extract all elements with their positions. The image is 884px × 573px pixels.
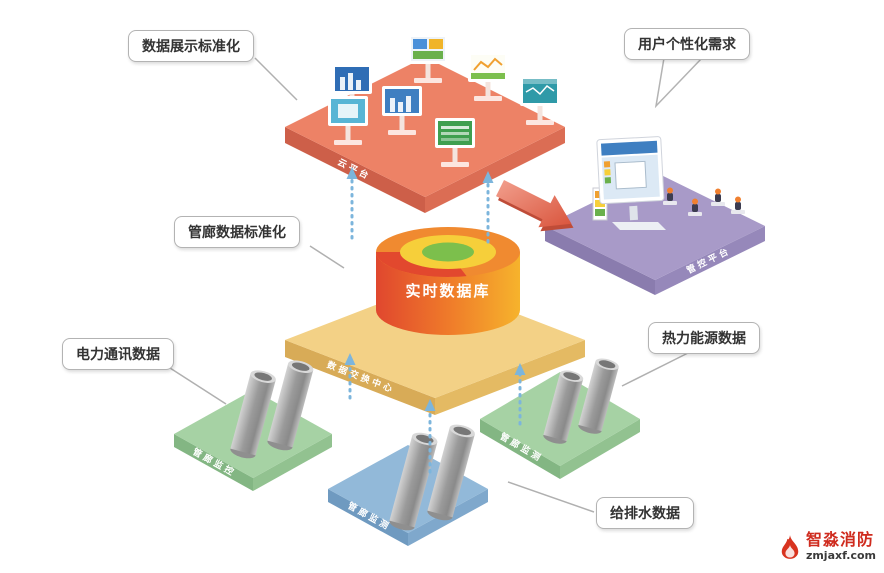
callout-pipeline-data-standardization: 管廊数据标准化 [174, 216, 300, 248]
connector-line [309, 245, 345, 269]
water-platform-left-face [328, 489, 408, 546]
flow-arrow-head [514, 363, 526, 375]
logo-text: 智淼消防 zmjaxf.com [805, 530, 876, 563]
operator-figure [688, 198, 702, 216]
monitor-base [612, 222, 666, 230]
brand-site: zmjaxf.com [805, 549, 876, 562]
connector-line [169, 367, 227, 405]
pipe [427, 424, 475, 521]
cloud-platform-left-face [285, 127, 425, 213]
connector-tail [654, 57, 704, 109]
flow-arrow-head [424, 399, 436, 411]
exchange-platform-left-face [285, 340, 435, 415]
flow-arrow-head [482, 171, 494, 183]
power-platform-left-face [174, 434, 253, 491]
realtime-database: 实时数据库 [376, 227, 520, 335]
connector-line [254, 57, 298, 101]
dashboard-screens [328, 34, 560, 167]
screen-bar-chart [332, 64, 372, 113]
pipe [543, 370, 584, 444]
callout-data-display-standardization: 数据展示标准化 [128, 30, 254, 62]
screen-wave-chart [520, 76, 560, 125]
database-label: 实时数据库 [405, 282, 490, 300]
screen-green-dashboard [435, 118, 475, 167]
screen-bar-chart-2 [382, 86, 422, 135]
brand-logo: 智淼消防 zmjaxf.com [779, 531, 876, 562]
flow-arrow-head [344, 353, 356, 365]
flow-arrow-head [346, 167, 358, 179]
operator-figure [731, 196, 745, 214]
power-platform-right-face [253, 434, 332, 491]
cloud-platform-right-face [425, 127, 565, 213]
screen-line-chart [468, 52, 508, 101]
callout-water-drainage-data: 给排水数据 [596, 497, 694, 529]
database-center [422, 242, 474, 262]
operator-figures [663, 187, 745, 216]
cloud-to-control-arrow [496, 180, 574, 232]
cloud-platform: 云平台 [285, 34, 565, 213]
control-platform: 管控平台 [545, 136, 765, 295]
water-platform: 管廊监测 [328, 424, 488, 546]
control-monitor [596, 136, 665, 221]
pipe [230, 370, 276, 459]
callout-power-comm-data: 电力通讯数据 [62, 338, 174, 370]
flame-icon [781, 534, 799, 559]
callout-user-personalized-needs: 用户个性化需求 [624, 28, 750, 60]
power-comm-platform: 管廊监控 [174, 360, 332, 491]
pipe [267, 360, 314, 451]
brand-name: 智淼消防 [805, 530, 874, 549]
screen-dashboard [408, 34, 448, 83]
exchange-platform-right-face [435, 340, 585, 415]
callout-connectors [169, 57, 704, 513]
control-platform-left-face [545, 226, 655, 295]
control-platform-right-face [655, 226, 765, 295]
operator-figure [711, 188, 725, 206]
screen-teal [328, 96, 368, 145]
operator-figure [663, 187, 677, 205]
pipe [578, 358, 619, 434]
thermal-platform-left-face [480, 419, 560, 479]
pipe [389, 432, 438, 531]
callout-thermal-energy-data: 热力能源数据 [648, 322, 760, 354]
thermal-platform-right-face [560, 419, 640, 479]
connector-line [621, 351, 691, 387]
data-flow-arrows [344, 167, 526, 474]
arrow-body [496, 180, 572, 228]
data-exchange-platform: 数据交换中心 实时数据库 [285, 227, 585, 415]
connector-line [507, 481, 595, 513]
